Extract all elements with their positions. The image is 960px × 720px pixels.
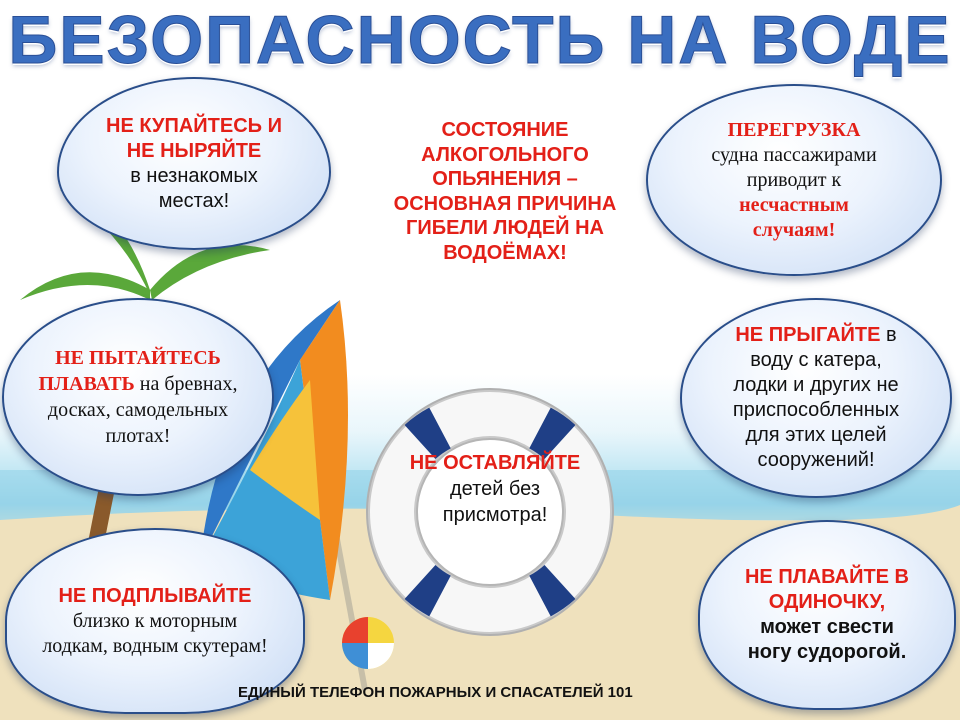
ring-warning: НЕ ОСТАВЛЯЙТЕ [409, 452, 581, 474]
bubble-no-jumping: НЕ ПРЫГАЙТЕ в воду с катера, лодки и дру… [680, 298, 952, 498]
bubble-no-swim-alone: НЕ ПЛАВАЙТЕ В ОДИНОЧКУ, может свести ног… [698, 520, 956, 710]
bubble-4-warning: ПЕРЕГРУЗКА [727, 118, 861, 141]
page-title: БЕЗОПАСНОСТЬ НА ВОДЕ [8, 2, 952, 79]
bubble-3-text: близко к моторным лодкам, водным скутера… [42, 609, 268, 657]
bubble-4-text: судна пассажирами приводит к [711, 143, 877, 191]
beach-ball [342, 617, 394, 669]
bubble-3-warning: НЕ ПОДПЛЫВАЙТЕ [58, 584, 252, 607]
bubble-6-warning: НЕ ПЛАВАЙТЕ В ОДИНОЧКУ, [744, 566, 909, 613]
bubble-no-rafts: НЕ ПЫТАЙТЕСЬ ПЛАВАТЬ на бревнах, досках,… [2, 298, 274, 496]
palm-leaves [20, 190, 270, 300]
bubble-2-warning-mid: ПЛАВАТЬ [38, 373, 135, 395]
alcohol-warning: СОСТОЯНИЕ АЛКОГОЛЬНОГО ОПЬЯНЕНИЯ – ОСНОВ… [393, 119, 617, 264]
bubble-1-text: в незнакомых местах! [130, 164, 258, 212]
emergency-phone-footer: ЕДИНЫЙ ТЕЛЕФОН ПОЖАРНЫХ И СПАСАТЕЛЕЙ 101 [238, 684, 633, 701]
bubble-5-warning: НЕ ПРЫГАЙТЕ [735, 324, 881, 346]
lifebuoy [366, 388, 614, 636]
bubble-no-approach-boats: НЕ ПОДПЛЫВАЙТЕ близко к моторным лодкам,… [5, 528, 305, 714]
bubble-4-warning-end: несчастным случаям! [739, 193, 849, 241]
umbrella-canopy [200, 300, 348, 600]
bubble-overload: ПЕРЕГРУЗКА судна пассажирами приводит к … [646, 84, 942, 276]
bubble-2-text: на бревнах, досках, самодельных плотах! [47, 373, 238, 447]
ring-rest: детей без присмотра! [442, 478, 548, 526]
bubble-1-warning: НЕ КУПАЙТЕСЬ И НЕ НЫРЯЙТЕ [106, 114, 282, 162]
lifebuoy-text: НЕ ОСТАВЛЯЙТЕ детей без присмотра! [400, 450, 590, 528]
bubble-5-text: в воду с катера, лодки и других не присп… [732, 324, 900, 471]
bubble-no-swimming-diving: НЕ КУПАЙТЕСЬ И НЕ НЫРЯЙТЕ в незнакомых м… [57, 77, 331, 250]
bubble-6-text: может свести ногу судорогой. [747, 616, 907, 663]
bubble-2-warning-top: НЕ ПЫТАЙТЕСЬ [55, 347, 221, 369]
